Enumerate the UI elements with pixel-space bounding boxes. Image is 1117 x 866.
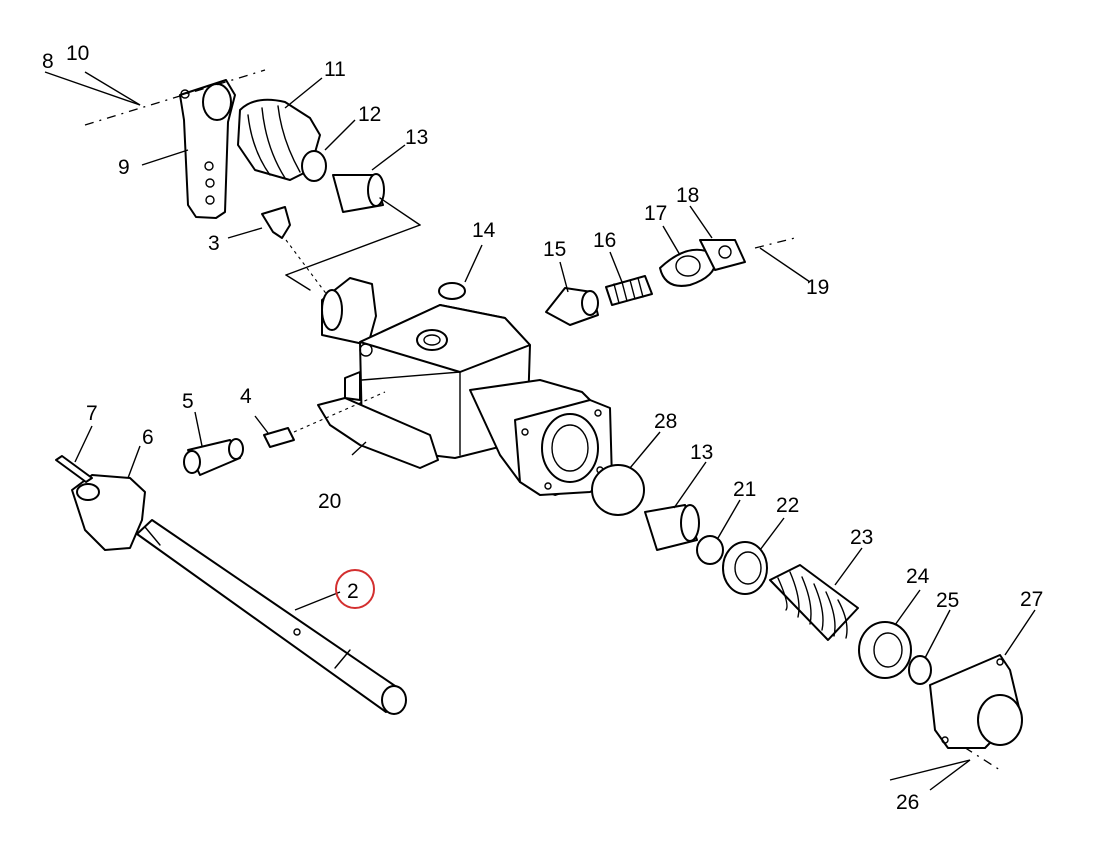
label-part-18: 18: [676, 184, 699, 207]
part-9-lever-arm[interactable]: [179, 79, 236, 219]
part-3-grease-fitting[interactable]: [261, 206, 291, 239]
part-11-rubber-boot[interactable]: [237, 98, 321, 181]
label-part-7: 7: [86, 402, 98, 425]
part-20-gasket[interactable]: [317, 397, 439, 469]
part-2-shaft[interactable]: [136, 519, 407, 715]
label-part-20: 20: [318, 490, 341, 513]
part-5-sensor[interactable]: [183, 438, 244, 476]
part-labels: 2 3 4 5 6 7 8 9 10 11 12 13 13 14 15 16 …: [42, 42, 1043, 814]
label-part-23: 23: [850, 526, 873, 549]
part-25-circlip[interactable]: [908, 655, 932, 685]
label-part-16: 16: [593, 229, 616, 252]
part-12-seal-ring[interactable]: [301, 150, 327, 182]
part-17-flange-gasket[interactable]: [659, 248, 717, 287]
part-22-bearing[interactable]: [722, 541, 768, 595]
part-13-bushing-lower[interactable]: [644, 504, 700, 551]
part-23-spring-large[interactable]: [769, 564, 859, 641]
part-7-pin[interactable]: [55, 455, 93, 483]
label-part-22: 22: [776, 494, 799, 517]
label-part-13-lower: 13: [690, 441, 713, 464]
label-part-17: 17: [644, 202, 667, 225]
label-part-8: 8: [42, 50, 54, 73]
part-16-spring-small[interactable]: [605, 275, 653, 306]
label-part-28: 28: [654, 410, 677, 433]
part-27-end-cap[interactable]: [929, 654, 1023, 749]
label-part-2: 2: [347, 580, 359, 603]
part-21-snap-ring[interactable]: [696, 535, 724, 565]
housing-assembly[interactable]: [321, 277, 613, 496]
label-part-3: 3: [208, 232, 220, 255]
part-14-plug[interactable]: [438, 282, 466, 300]
label-part-5: 5: [182, 390, 194, 413]
part-18-cover-plate[interactable]: [699, 239, 746, 271]
label-part-4: 4: [240, 385, 252, 408]
part-24-retainer[interactable]: [858, 621, 912, 679]
label-part-12: 12: [358, 103, 381, 126]
label-part-27: 27: [1020, 588, 1043, 611]
part-4-screw[interactable]: [263, 427, 295, 448]
label-part-9: 9: [118, 156, 130, 179]
highlight-circle-part-2: [335, 569, 375, 609]
label-part-6: 6: [142, 426, 154, 449]
label-part-13-upper: 13: [405, 126, 428, 149]
label-part-19: 19: [806, 276, 829, 299]
label-part-15: 15: [543, 238, 566, 261]
part-28-o-ring[interactable]: [591, 464, 645, 516]
label-part-24: 24: [906, 565, 930, 588]
label-part-25: 25: [936, 589, 959, 612]
label-part-26: 26: [896, 791, 919, 814]
label-part-21: 21: [733, 478, 756, 501]
label-part-11: 11: [324, 58, 346, 81]
part-13-bushing-upper[interactable]: [332, 173, 385, 213]
label-part-10: 10: [66, 42, 89, 65]
leader-lines: [44, 71, 1036, 791]
part-6-coupling[interactable]: [71, 474, 146, 551]
label-part-14: 14: [472, 219, 496, 242]
part-15-plunger[interactable]: [545, 287, 599, 326]
